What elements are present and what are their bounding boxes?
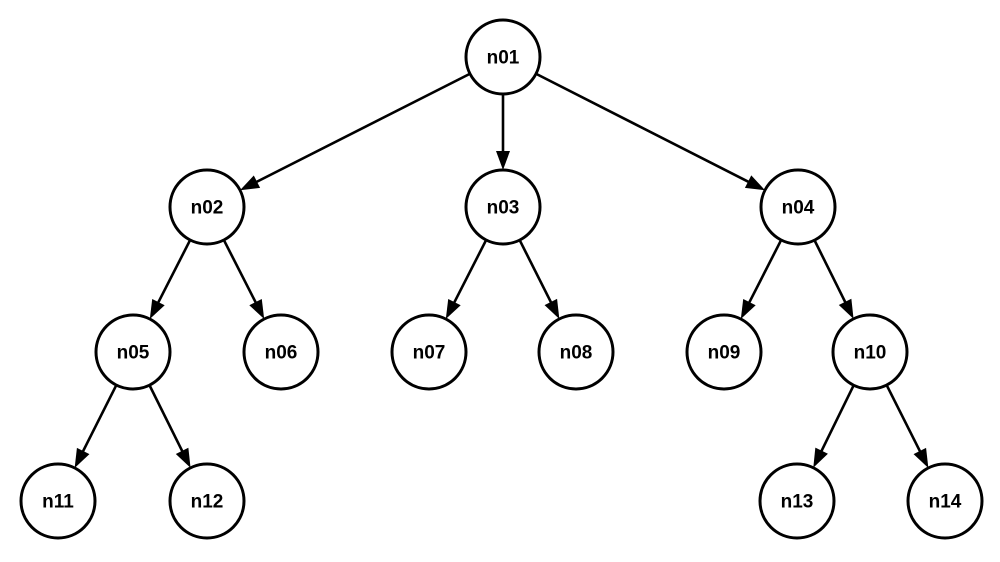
nodes-layer: n01 n02 n03 n04 n05 n06 n07 n08 n09 n10 n11 n12 n13 n… <box>19 18 984 540</box>
node-n01[interactable]: n01 <box>464 18 542 96</box>
edge-n03-to-n08 <box>518 239 560 319</box>
node-n14[interactable]: n14 <box>906 462 984 540</box>
edge-line <box>156 239 192 305</box>
node-n05[interactable]: n05 <box>94 313 172 391</box>
node-circle[interactable] <box>242 313 320 391</box>
arrow-head-icon <box>74 447 90 468</box>
arrow-head-icon <box>813 447 828 468</box>
edge-line <box>148 384 184 453</box>
arrow-head-icon <box>240 175 261 191</box>
edge-n01-to-n02 <box>240 72 471 191</box>
arrow-head-icon <box>496 151 510 170</box>
node-circle[interactable] <box>168 462 246 540</box>
edge-n10-to-n14 <box>885 384 929 468</box>
edge-n02-to-n05 <box>149 239 192 320</box>
node-circle[interactable] <box>537 313 615 391</box>
node-n08[interactable]: n08 <box>537 313 615 391</box>
node-circle[interactable] <box>831 313 909 391</box>
arrow-head-icon <box>913 447 929 468</box>
edge-n10-to-n13 <box>813 384 855 468</box>
edge-line <box>535 72 751 184</box>
edge-line <box>819 384 855 453</box>
node-n04[interactable]: n04 <box>759 168 837 246</box>
node-circle[interactable] <box>94 313 172 391</box>
node-circle[interactable] <box>464 18 542 96</box>
arrow-head-icon <box>744 175 766 191</box>
edge-line <box>518 239 553 304</box>
node-circle[interactable] <box>685 313 763 391</box>
node-n11[interactable]: n11 <box>19 462 97 540</box>
node-n06[interactable]: n06 <box>242 313 320 391</box>
node-n10[interactable]: n10 <box>831 313 909 391</box>
edge-n05-to-n11 <box>74 384 118 468</box>
edge-line <box>747 239 783 305</box>
node-circle[interactable] <box>390 313 468 391</box>
arrow-head-icon <box>740 298 756 320</box>
edge-line <box>222 239 258 305</box>
edge-n05-to-n12 <box>148 384 191 468</box>
node-n02[interactable]: n02 <box>168 168 246 246</box>
edge-line <box>255 72 471 184</box>
edge-line <box>452 239 488 305</box>
edge-line <box>81 384 118 453</box>
node-n09[interactable]: n09 <box>685 313 763 391</box>
edge-n03-to-n07 <box>445 239 488 320</box>
edge-n04-to-n10 <box>813 239 854 319</box>
edge-line <box>885 384 922 453</box>
node-circle[interactable] <box>19 462 97 540</box>
edge-n04-to-n09 <box>740 239 783 320</box>
node-circle[interactable] <box>759 168 837 246</box>
node-circle[interactable] <box>906 462 984 540</box>
arrow-head-icon <box>445 298 461 320</box>
edge-line <box>813 239 847 304</box>
node-circle[interactable] <box>758 462 836 540</box>
arrow-head-icon <box>149 298 165 320</box>
arrow-head-icon <box>175 447 191 468</box>
arrow-head-icon <box>838 298 854 319</box>
node-n12[interactable]: n12 <box>168 462 246 540</box>
node-circle[interactable] <box>464 168 542 246</box>
node-circle[interactable] <box>168 168 246 246</box>
edge-n01-to-n03 <box>496 94 510 170</box>
node-n07[interactable]: n07 <box>390 313 468 391</box>
edge-n02-to-n06 <box>222 239 265 320</box>
node-n13[interactable]: n13 <box>758 462 836 540</box>
arrow-head-icon <box>249 298 265 320</box>
edge-n01-to-n04 <box>535 72 766 191</box>
node-n03[interactable]: n03 <box>464 168 542 246</box>
edges-layer <box>74 72 929 468</box>
arrow-head-icon <box>544 298 560 319</box>
